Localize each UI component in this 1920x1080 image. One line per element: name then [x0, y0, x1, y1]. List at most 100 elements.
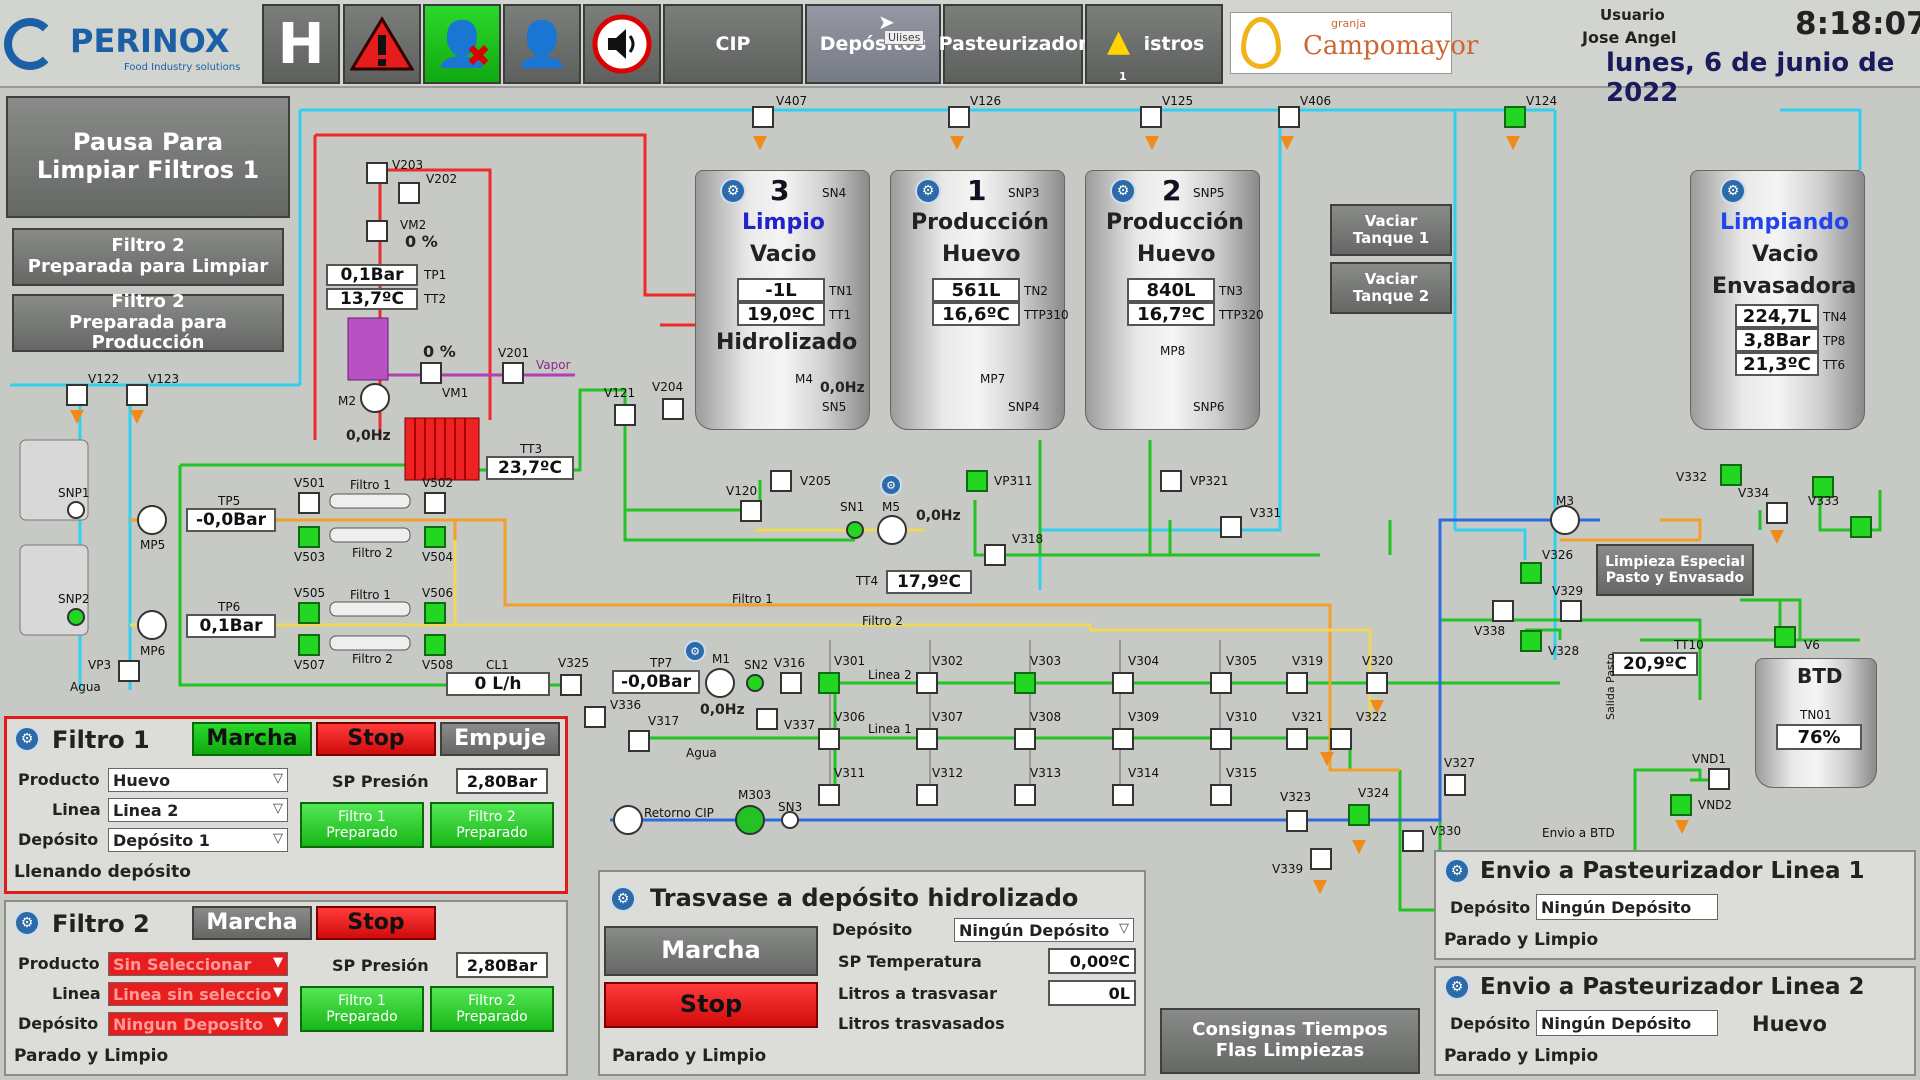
valve-v321[interactable]: [1286, 728, 1308, 750]
valve-vp311[interactable]: [966, 470, 988, 492]
trasvase-sp-temp-input[interactable]: 0,00ºC: [1048, 948, 1136, 974]
valve-v339[interactable]: [1310, 848, 1332, 870]
valve-v123[interactable]: [126, 384, 148, 406]
filtro1-producto-select[interactable]: Huevo▽: [108, 768, 288, 792]
valve-v311[interactable]: [818, 784, 840, 806]
past1-settings-icon[interactable]: ⚙: [1444, 858, 1470, 884]
valve-vnd2[interactable]: [1670, 794, 1692, 816]
past1-deposito-field[interactable]: Ningún Depósito: [1536, 894, 1718, 920]
valve-v317[interactable]: [628, 730, 650, 752]
filtro1-deposito-select[interactable]: Depósito 1▽: [108, 828, 288, 852]
valve-v336[interactable]: [584, 706, 606, 728]
valve-v337[interactable]: [756, 708, 778, 730]
tank2-settings-icon[interactable]: ⚙: [1110, 178, 1136, 204]
valve-v314[interactable]: [1112, 784, 1134, 806]
pasteurizador-tab[interactable]: Pasteurizador: [939, 4, 1087, 84]
valve-v301[interactable]: [818, 672, 840, 694]
valve-v122[interactable]: [66, 384, 88, 406]
valve-v333[interactable]: [1812, 476, 1834, 498]
tank3-settings-icon[interactable]: ⚙: [720, 178, 746, 204]
valve-v201[interactable]: [502, 362, 524, 384]
valve-v125[interactable]: [1140, 106, 1162, 128]
filtro1-f2-preparado-button[interactable]: Filtro 2 Preparado: [430, 802, 554, 848]
valve-v315[interactable]: [1210, 784, 1232, 806]
valve-v6[interactable]: [1774, 626, 1796, 648]
filtro1-f1-preparado-button[interactable]: Filtro 1 Preparado: [300, 802, 424, 848]
valve-v506[interactable]: [424, 602, 446, 624]
valve-v310[interactable]: [1210, 728, 1232, 750]
valve-v205[interactable]: [770, 470, 792, 492]
valve-v124[interactable]: [1504, 106, 1526, 128]
valve-v202[interactable]: [398, 182, 420, 204]
valve-v308[interactable]: [1014, 728, 1036, 750]
filtro2-deposito-select[interactable]: Ningun Deposito▼: [108, 1012, 288, 1036]
trasvase-litros-input[interactable]: 0L: [1048, 980, 1136, 1006]
filtro1-stop-button[interactable]: Stop: [316, 722, 436, 756]
filtro1-marcha-button[interactable]: Marcha: [192, 722, 312, 756]
valve-v502[interactable]: [424, 492, 446, 514]
filtro1-linea-select[interactable]: Linea 2▽: [108, 798, 288, 822]
sound-button[interactable]: [583, 4, 661, 84]
valve-v305[interactable]: [1210, 672, 1232, 694]
valve-v307[interactable]: [916, 728, 938, 750]
tank4-settings-icon[interactable]: ⚙: [1720, 178, 1746, 204]
valve-v325[interactable]: [560, 674, 582, 696]
cip-tab[interactable]: CIP: [663, 4, 803, 84]
filtro2-sp-input[interactable]: 2,80Bar: [456, 952, 548, 978]
valve-v306[interactable]: [818, 728, 840, 750]
valve-v313[interactable]: [1014, 784, 1036, 806]
filtro2-preparada-produccion-button[interactable]: Filtro 2 Preparada para Producción: [12, 291, 284, 353]
valve-v503[interactable]: [298, 526, 320, 548]
valve-v407[interactable]: [752, 106, 774, 128]
filtro1-empuje-button[interactable]: Empuje: [440, 722, 560, 756]
filtro1-sp-input[interactable]: 2,80Bar: [456, 768, 548, 794]
valve-v126[interactable]: [948, 106, 970, 128]
valve-v406[interactable]: [1278, 106, 1300, 128]
home-button[interactable]: H: [262, 4, 340, 84]
valve-v334[interactable]: [1766, 502, 1788, 524]
valve-v328[interactable]: [1520, 630, 1542, 652]
filtro2-f2-preparado-button[interactable]: Filtro 2 Preparado: [430, 986, 554, 1032]
valve-v505[interactable]: [298, 602, 320, 624]
vaciar-tanque2-button[interactable]: Vaciar Tanque 2: [1330, 262, 1452, 314]
btd-tank[interactable]: [1755, 658, 1877, 788]
valve-v329[interactable]: [1560, 600, 1582, 622]
valve-v507[interactable]: [298, 634, 320, 656]
filtro1-settings-icon[interactable]: ⚙: [14, 726, 40, 752]
valve-v338[interactable]: [1492, 600, 1514, 622]
valve-v309[interactable]: [1112, 728, 1134, 750]
valve-v204[interactable]: [662, 398, 684, 420]
tank1-settings-icon[interactable]: ⚙: [915, 178, 941, 204]
trasvase-settings-icon[interactable]: ⚙: [610, 886, 636, 912]
valve-v323[interactable]: [1286, 810, 1308, 832]
valve-vnd1[interactable]: [1708, 768, 1730, 790]
valve-v312[interactable]: [916, 784, 938, 806]
past2-deposito-field[interactable]: Ningún Depósito: [1536, 1010, 1718, 1036]
valve-v322[interactable]: [1330, 728, 1352, 750]
valve-v508[interactable]: [424, 634, 446, 656]
m5-settings-icon[interactable]: ⚙: [880, 474, 902, 496]
valve-v304[interactable]: [1112, 672, 1134, 694]
valve-v121[interactable]: [614, 404, 636, 426]
valve-v330[interactable]: [1402, 830, 1424, 852]
valve-v316[interactable]: [780, 672, 802, 694]
trasvase-marcha-button[interactable]: Marcha: [604, 926, 818, 976]
valve-vp3[interactable]: [118, 660, 140, 682]
pausa-limpiar-filtros-button[interactable]: Pausa Para Limpiar Filtros 1: [6, 96, 290, 218]
filtro2-producto-select[interactable]: Sin Seleccionar▼: [108, 952, 288, 976]
user-edit-button[interactable]: 👤: [503, 4, 581, 84]
valve-v327[interactable]: [1444, 774, 1466, 796]
vaciar-tanque1-button[interactable]: Vaciar Tanque 1: [1330, 204, 1452, 256]
valve-v333b[interactable]: [1850, 516, 1872, 538]
valve-v302[interactable]: [916, 672, 938, 694]
filtro2-f1-preparado-button[interactable]: Filtro 1 Preparado: [300, 986, 424, 1032]
tp7-settings-icon[interactable]: ⚙: [684, 640, 706, 662]
past2-settings-icon[interactable]: ⚙: [1444, 974, 1470, 1000]
valve-v319[interactable]: [1286, 672, 1308, 694]
filtro2-linea-select[interactable]: Linea sin seleccio▼: [108, 982, 288, 1006]
valve-v332[interactable]: [1720, 464, 1742, 486]
trasvase-stop-button[interactable]: Stop: [604, 982, 818, 1028]
valve-vm2[interactable]: [366, 220, 388, 242]
valve-v504[interactable]: [424, 526, 446, 548]
filtro2-settings-icon[interactable]: ⚙: [14, 910, 40, 936]
